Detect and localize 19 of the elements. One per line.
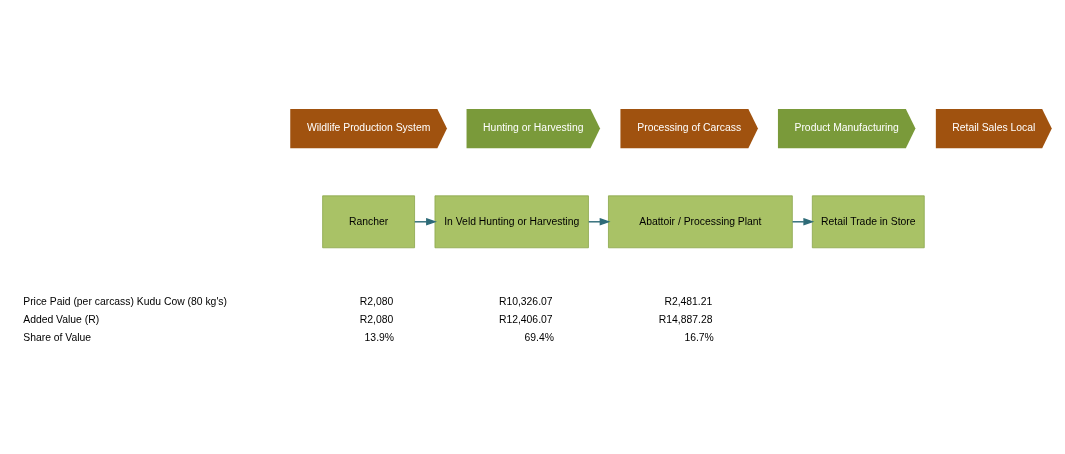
node-box: Rancher (322, 195, 415, 249)
arrow (414, 218, 437, 226)
arrow (588, 218, 611, 226)
label: Added Value (R) (23, 313, 100, 325)
label: R2,080 (359, 296, 394, 308)
label: R2,481.21 (664, 296, 713, 308)
label: R2,080 (359, 313, 394, 325)
label: R10,326.07 (498, 296, 553, 308)
label: Price Paid (per carcass) Kudu Cow (80 kg's) (23, 296, 228, 308)
label: 13.9% (364, 331, 395, 343)
label: Share of Value (23, 331, 92, 343)
node-box: In Veld Hunting or Harvesting (434, 195, 589, 249)
label: 69.4% (524, 331, 554, 343)
label: R12,406.07 (498, 313, 553, 325)
label: R14,887.28 (658, 313, 713, 325)
arrow (791, 218, 815, 226)
node-box: Abattoir / Processing Plant (608, 195, 793, 249)
node-box: Retail Trade in Store (811, 195, 925, 249)
label: 16.7% (684, 331, 714, 343)
